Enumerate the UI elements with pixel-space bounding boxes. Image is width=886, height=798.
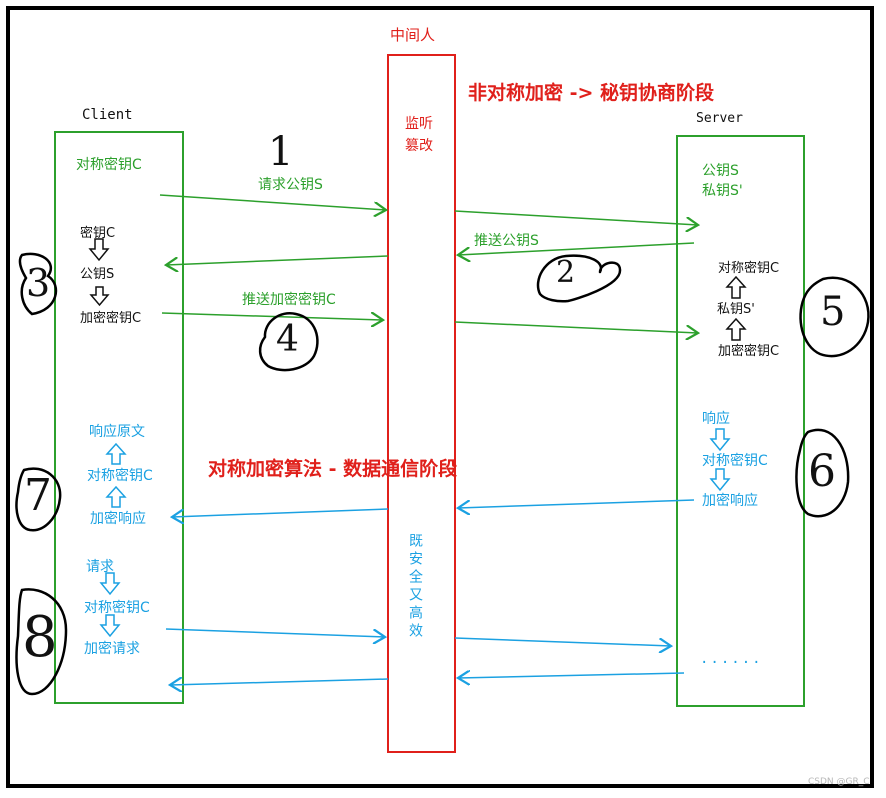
- arrow-encrypted-request: [165, 628, 385, 637]
- handwritten-marks: [15, 252, 870, 696]
- middleman-top-text: 监听 篡改: [405, 116, 433, 154]
- step-number-1: 1: [268, 129, 294, 175]
- arrow-request-pubkey: [159, 194, 386, 210]
- arrow-push-pubkey: [458, 242, 695, 255]
- client-enc-req: 加密请求: [84, 641, 140, 657]
- client-enc-resp: 加密响应: [90, 511, 146, 527]
- client-enc-key: 加密密钥C: [80, 311, 142, 326]
- arrow-return-2: [170, 679, 389, 685]
- server-response: 响应: [702, 411, 730, 427]
- arrow-push-enckey: [161, 313, 383, 320]
- step-number-2: 2: [556, 255, 576, 290]
- middleman-title: 中间人: [390, 26, 436, 44]
- arrow-push-enckey-2: [454, 321, 698, 333]
- client-sym-key-2: 对称密钥C: [87, 468, 153, 484]
- server-sym-key-2: 对称密钥C: [702, 453, 768, 469]
- server-enc-resp: 加密响应: [702, 493, 758, 509]
- server-box: [676, 135, 805, 707]
- client-pub-s: 公钥S: [80, 267, 115, 282]
- client-box: [54, 131, 184, 704]
- client-down-arrows-blue: [99, 572, 121, 638]
- phase-symmetric: 对称加密算法 - 数据通信阶段: [208, 458, 458, 480]
- client-title: Client: [82, 107, 133, 123]
- step-number-5: 5: [820, 289, 846, 335]
- arrow-encrypted-response-2: [172, 508, 389, 517]
- watermark: CSDN @GR_C: [808, 777, 870, 787]
- label-push-pubkey: 推送公钥S: [474, 233, 539, 249]
- client-resp-plain: 响应原文: [89, 424, 145, 440]
- diagram-frame: [6, 6, 874, 788]
- arrow-return: [458, 673, 685, 678]
- label-request-pubkey: 请求公钥S: [258, 177, 323, 193]
- label-push-enckey: 推送加密密钥C: [242, 292, 336, 308]
- step-number-4: 4: [276, 319, 299, 360]
- server-dots: ......: [700, 651, 763, 667]
- step-number-6: 6: [808, 446, 836, 497]
- server-down-arrows-blue: [709, 428, 731, 492]
- step-number-8: 8: [22, 605, 58, 670]
- server-enc-key: 加密密钥C: [718, 344, 780, 359]
- server-up-arrows: [725, 275, 747, 341]
- client-request: 请求: [86, 559, 114, 575]
- middleman-bottom-text: 既安全又高效: [407, 533, 423, 641]
- server-sym-key: 对称密钥C: [718, 261, 780, 276]
- server-title: Server: [696, 111, 743, 126]
- server-priv-s: 私钥S': [702, 183, 743, 199]
- client-sym-key-3: 对称密钥C: [84, 600, 150, 616]
- server-pub-s: 公钥S: [702, 163, 739, 179]
- middleman-box: [387, 54, 456, 753]
- arrow-encrypted-request-2: [454, 637, 671, 646]
- arrow-push-pubkey-2: [166, 255, 389, 265]
- arrow-request-pubkey-2: [454, 210, 698, 225]
- step-number-7: 7: [24, 470, 52, 521]
- client-key-c: 密钥C: [80, 226, 116, 241]
- client-sym-key: 对称密钥C: [76, 157, 142, 173]
- client-up-arrows-blue: [105, 442, 127, 508]
- client-down-arrows: [88, 238, 110, 307]
- arrow-encrypted-response: [458, 499, 695, 508]
- server-priv-s-2: 私钥S': [717, 302, 755, 317]
- step-number-3: 3: [26, 261, 51, 305]
- phase-asymmetric: 非对称加密 -> 秘钥协商阶段: [468, 82, 715, 104]
